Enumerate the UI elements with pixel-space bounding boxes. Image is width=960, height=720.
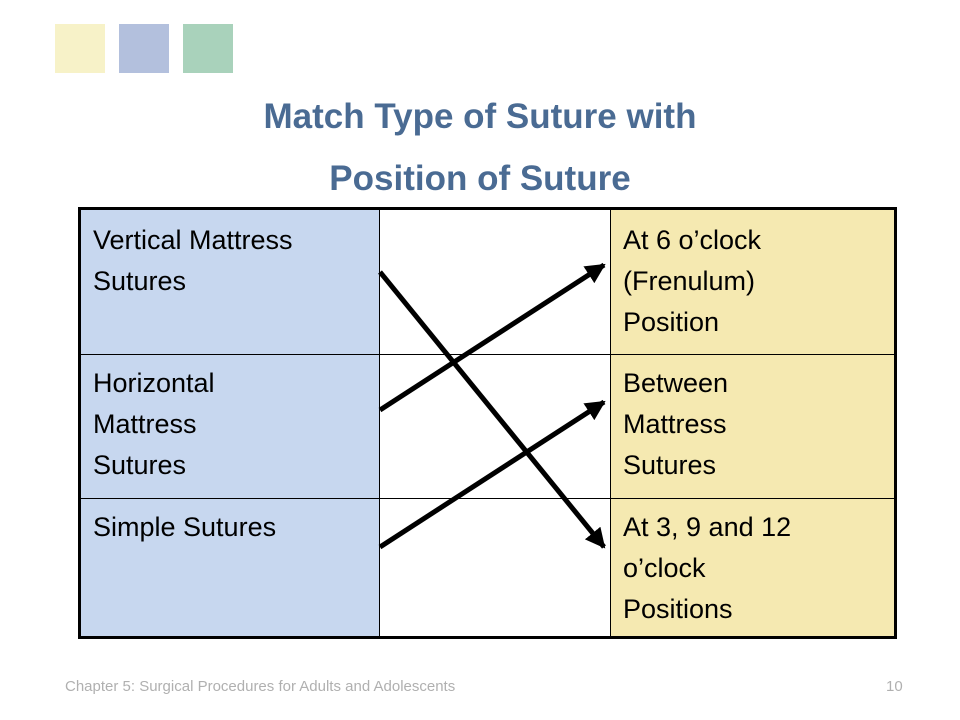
matching-table: Vertical Mattress Sutures Horizontal Mat… (78, 207, 897, 639)
suture-type-vertical-mattress: Vertical Mattress Sutures (93, 220, 293, 302)
cell-line: Sutures (623, 450, 717, 480)
title-line-1: Match Type of Suture with (263, 97, 697, 136)
suture-type-simple: Simple Sutures (93, 507, 276, 548)
suture-position-column (610, 210, 894, 636)
cell-line: (Frenulum) (623, 266, 756, 296)
cell-line: Mattress (93, 409, 197, 439)
suture-type-horizontal-mattress: Horizontal Mattress Sutures (93, 363, 215, 486)
cell-line: Horizontal (93, 368, 215, 398)
cell-line: Sutures (93, 266, 187, 296)
arrow-simple-to-between (378, 399, 606, 550)
cell-line: Vertical Mattress (93, 225, 293, 255)
cell-line: o’clock (623, 553, 706, 583)
cell-line: Simple Sutures (93, 512, 277, 542)
footer-chapter: Chapter 5: Surgical Procedures for Adult… (65, 678, 456, 695)
position-6-oclock: At 6 o’clock (Frenulum) Position (623, 220, 761, 343)
decor-square-green (183, 24, 233, 73)
cell-line: Position (623, 307, 720, 337)
title-line-2: Position of Suture (329, 159, 631, 198)
cell-line: At 6 o’clock (623, 225, 762, 255)
decor-square-blue (119, 24, 169, 73)
footer-page-number: 10 (886, 678, 903, 695)
slide-title: Match Type of Suture with Position of Su… (130, 86, 830, 210)
arrow-vertical-to-3-9-12 (378, 270, 606, 549)
arrow-horizontal-to-6-oclock (378, 262, 606, 413)
suture-type-column (81, 210, 380, 636)
cell-line: Positions (623, 594, 733, 624)
cell-line: At 3, 9 and 12 (623, 512, 792, 542)
row-divider (81, 498, 894, 499)
position-between-mattress: Between Mattress Sutures (623, 363, 728, 486)
cell-line: Sutures (93, 450, 187, 480)
row-divider (81, 354, 894, 355)
cell-line: Mattress (623, 409, 727, 439)
cell-line: Between (623, 368, 729, 398)
decor-square-yellow (55, 24, 105, 73)
position-3-9-12-oclock: At 3, 9 and 12 o’clock Positions (623, 507, 791, 630)
